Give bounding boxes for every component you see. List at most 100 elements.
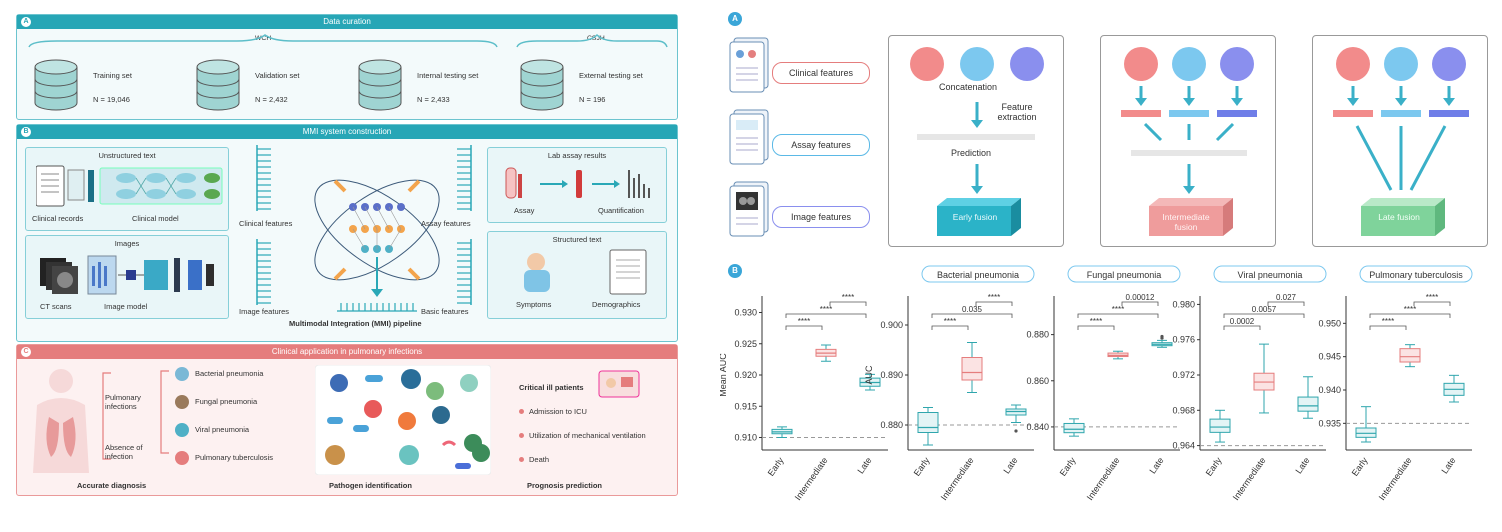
box bbox=[1355, 427, 1377, 438]
structured-graphic bbox=[524, 249, 647, 295]
lab-assay-title: Lab assay results bbox=[547, 151, 607, 160]
section-b-title: MMI system construction bbox=[302, 127, 392, 136]
pathogen-icon bbox=[175, 423, 189, 437]
y-tick-label: 0.940 bbox=[1318, 385, 1341, 395]
significance-bracket bbox=[1267, 301, 1305, 306]
clinical-model-graphic bbox=[36, 165, 223, 207]
pathogen-identification-label: Pathogen identification bbox=[329, 481, 412, 490]
clinical-features-pill: Clinical features bbox=[772, 62, 870, 84]
intermediate-fusion-panel: Intermediate fusion bbox=[1100, 35, 1276, 247]
prediction-label: Prediction bbox=[951, 148, 992, 158]
box bbox=[1399, 348, 1421, 363]
image-features-label: Image features bbox=[239, 307, 290, 316]
section-b-mmi-construction: B MMI system construction Unstructured t… bbox=[16, 124, 678, 342]
significance-bracket bbox=[1223, 325, 1261, 330]
x-tick-label: Early bbox=[1350, 455, 1370, 478]
patient-icon bbox=[598, 370, 640, 398]
absence-of-infection-label: Absence of infection bbox=[105, 443, 143, 461]
x-tick-label: Early bbox=[912, 455, 932, 478]
body-silhouette bbox=[33, 369, 89, 473]
prognosis-prediction-label: Prognosis prediction bbox=[527, 481, 603, 490]
significance-label: 0.0057 bbox=[1252, 305, 1277, 314]
clinical-feature-vector bbox=[256, 145, 271, 211]
y-tick-label: 0.976 bbox=[1172, 335, 1195, 345]
feature-extraction-label: Feature extraction bbox=[997, 102, 1037, 122]
significance-label: **** bbox=[820, 305, 832, 314]
significance-bracket bbox=[1077, 325, 1115, 330]
y-tick-label: 0.980 bbox=[1172, 299, 1195, 309]
image-feature-vector bbox=[256, 239, 271, 305]
clinical-features-label: Clinical features bbox=[239, 219, 293, 228]
bullet-icon bbox=[519, 433, 524, 438]
database-icon bbox=[196, 59, 240, 111]
images-box: Images CT scans Image model bbox=[25, 235, 229, 319]
section-c-clinical-application: C Clinical application in pulmonary infe… bbox=[16, 344, 678, 496]
pathogen-icon bbox=[175, 395, 189, 409]
clinical-model-label: Clinical model bbox=[132, 214, 179, 223]
y-tick-label: 0.900 bbox=[880, 320, 903, 330]
y-tick-label: 0.920 bbox=[734, 370, 757, 380]
outcome-label: Admission to ICU bbox=[529, 407, 587, 416]
box bbox=[917, 412, 939, 433]
significance-bracket bbox=[1413, 301, 1451, 306]
x-tick-label: Intermediate bbox=[1377, 455, 1414, 502]
section-c-title: Clinical application in pulmonary infect… bbox=[271, 347, 423, 356]
chart-title-pill bbox=[1213, 265, 1327, 283]
section-a-header: A Data curation bbox=[17, 15, 677, 29]
structured-text-title: Structured text bbox=[552, 235, 602, 244]
image-model-label: Image model bbox=[104, 302, 148, 311]
chart-title: Fungal pneumonia bbox=[1087, 270, 1162, 280]
panel-b-badge: B bbox=[728, 264, 742, 278]
significance-bracket bbox=[975, 301, 1013, 306]
dataset-name: Training set bbox=[93, 71, 132, 80]
image-features-pill: Image features bbox=[772, 206, 870, 228]
concatenation-label: Concatenation bbox=[939, 82, 998, 92]
chart-title-pill bbox=[1067, 265, 1181, 283]
clinical-records-label: Clinical records bbox=[32, 214, 84, 223]
box bbox=[1063, 422, 1085, 434]
significance-label: **** bbox=[1426, 293, 1438, 302]
y-tick-label: 0.860 bbox=[1026, 376, 1049, 386]
x-tick-label: Late bbox=[1001, 455, 1019, 475]
x-tick-label: Intermediate bbox=[793, 455, 830, 502]
database-icon bbox=[520, 59, 564, 111]
significance-bracket bbox=[1369, 325, 1407, 330]
pathogen-graphic bbox=[315, 365, 491, 475]
y-axis-label: Mean AUC bbox=[720, 353, 728, 397]
chart-title: Viral pneumonia bbox=[1238, 270, 1303, 280]
outlier-point bbox=[1014, 429, 1018, 433]
x-tick-label: Late bbox=[855, 455, 873, 475]
bullet-icon bbox=[519, 409, 524, 414]
y-tick-label: 0.915 bbox=[734, 401, 757, 411]
assay-features-label: Assay features bbox=[421, 219, 471, 228]
pulmonary-infections-label: Pulmonary infections bbox=[105, 393, 141, 411]
demographics-label: Demographics bbox=[592, 300, 641, 309]
x-tick-label: Intermediate bbox=[1085, 455, 1122, 502]
significance-bracket bbox=[1077, 313, 1159, 318]
x-tick-label: Early bbox=[1058, 455, 1078, 478]
early-fusion-graphic bbox=[910, 47, 1044, 236]
mmi-pipeline-label: Multimodal Integration (MMI) pipeline bbox=[289, 319, 422, 328]
intermediate-fusion-label: Intermediate fusion bbox=[1162, 212, 1210, 232]
outcome-label: Death bbox=[529, 455, 550, 464]
significance-bracket bbox=[785, 325, 823, 330]
significance-bracket bbox=[785, 313, 867, 318]
dataset-count: N = 196 bbox=[579, 95, 606, 104]
accurate-diagnosis-label: Accurate diagnosis bbox=[77, 481, 147, 490]
lab-assay-box: Lab assay results Assay Quantification bbox=[487, 147, 667, 223]
y-tick-label: 0.910 bbox=[734, 433, 757, 443]
basic-features-label: Basic features bbox=[421, 307, 469, 316]
section-c-badge: C bbox=[21, 347, 31, 357]
chart-title: Pulmonary tuberculosis bbox=[1369, 270, 1463, 280]
late-fusion-graphic bbox=[1333, 47, 1469, 236]
significance-bracket bbox=[931, 325, 969, 330]
significance-label: **** bbox=[944, 317, 956, 326]
chart-title-pill bbox=[1359, 265, 1473, 283]
section-b-badge: B bbox=[21, 127, 31, 137]
assay-graphic bbox=[505, 167, 650, 199]
